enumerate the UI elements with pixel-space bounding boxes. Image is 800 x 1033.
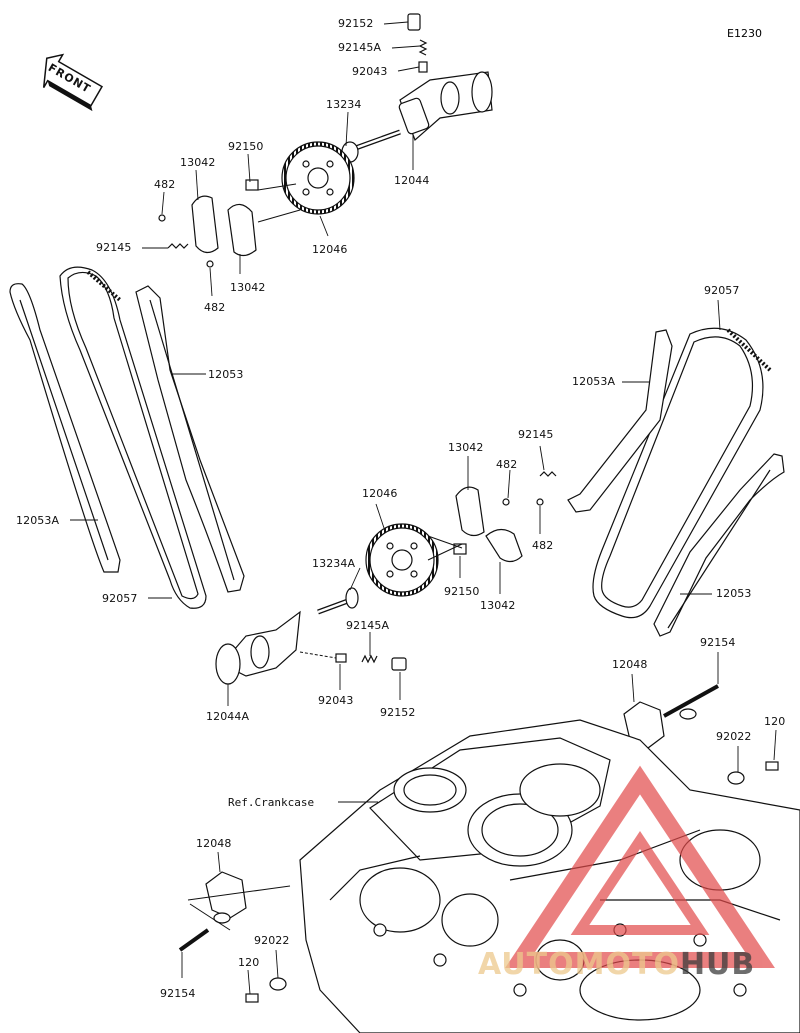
right-cam-chain-assembly: [567, 327, 785, 637]
label-13042-mid-b[interactable]: 13042: [480, 599, 516, 612]
label-92145-mid[interactable]: 92145: [518, 428, 554, 441]
watermark-part2: HUB: [679, 947, 756, 982]
label-92154-left[interactable]: 92154: [160, 987, 196, 1000]
watermark-logo-icon: [505, 765, 775, 968]
label-ref-crankcase: Ref.Crankcase: [228, 796, 315, 809]
label-13042-mid-a[interactable]: 13042: [448, 441, 484, 454]
label-13042-top-b[interactable]: 13042: [230, 281, 266, 294]
label-482-mid-a[interactable]: 482: [496, 458, 518, 471]
label-92152-mid[interactable]: 92152: [380, 706, 416, 719]
front-arrow-icon: [42, 53, 104, 112]
diagram-code: E1230: [727, 27, 762, 40]
label-12053A-left[interactable]: 12053A: [16, 514, 60, 527]
label-92022-right[interactable]: 92022: [716, 730, 752, 743]
top-camshaft-assembly: [158, 13, 493, 268]
label-12048-left[interactable]: 12048: [196, 837, 232, 850]
label-12048-right[interactable]: 12048: [612, 658, 648, 671]
label-92057-left[interactable]: 92057: [102, 592, 138, 605]
label-13234A[interactable]: 13234A: [312, 557, 356, 570]
label-482-top-b[interactable]: 482: [204, 301, 226, 314]
label-92043-mid[interactable]: 92043: [318, 694, 354, 707]
label-482-top-a[interactable]: 482: [154, 178, 176, 191]
crankcase: [299, 719, 800, 1033]
label-13042-top-a[interactable]: 13042: [180, 156, 216, 169]
label-92145-top[interactable]: 92145: [96, 241, 132, 254]
tensioner-left: [178, 871, 291, 1003]
left-cam-chain-assembly: [9, 266, 245, 609]
label-120-left[interactable]: 120: [238, 956, 260, 969]
label-13234[interactable]: 13234: [326, 98, 362, 111]
label-482-mid-b[interactable]: 482: [532, 539, 554, 552]
label-12044A[interactable]: 12044A: [206, 710, 250, 723]
label-12046-mid[interactable]: 12046: [362, 487, 398, 500]
mid-camshaft-assembly: [215, 471, 557, 685]
watermark-text: AUTOMOTOHUB: [478, 947, 755, 982]
label-12044[interactable]: 12044: [394, 174, 430, 187]
label-12053-left[interactable]: 12053: [208, 368, 244, 381]
label-92022-left[interactable]: 92022: [254, 934, 290, 947]
label-92152-top[interactable]: 92152: [338, 17, 374, 30]
label-12053A-right[interactable]: 12053A: [572, 375, 616, 388]
label-92057-right[interactable]: 92057: [704, 284, 740, 297]
label-120-right[interactable]: 120: [764, 715, 786, 728]
label-92154-right[interactable]: 92154: [700, 636, 736, 649]
label-92145A-top[interactable]: 92145A: [338, 41, 382, 54]
label-92150-mid[interactable]: 92150: [444, 585, 480, 598]
label-92150-top[interactable]: 92150: [228, 140, 264, 153]
leader-lines: [70, 21, 777, 995]
label-92145A-mid[interactable]: 92145A: [346, 619, 390, 632]
label-12046-top[interactable]: 12046: [312, 243, 348, 256]
label-92043-top[interactable]: 92043: [352, 65, 388, 78]
label-12053-right[interactable]: 12053: [716, 587, 752, 600]
watermark-part1: AUTOMOTO: [478, 947, 680, 982]
